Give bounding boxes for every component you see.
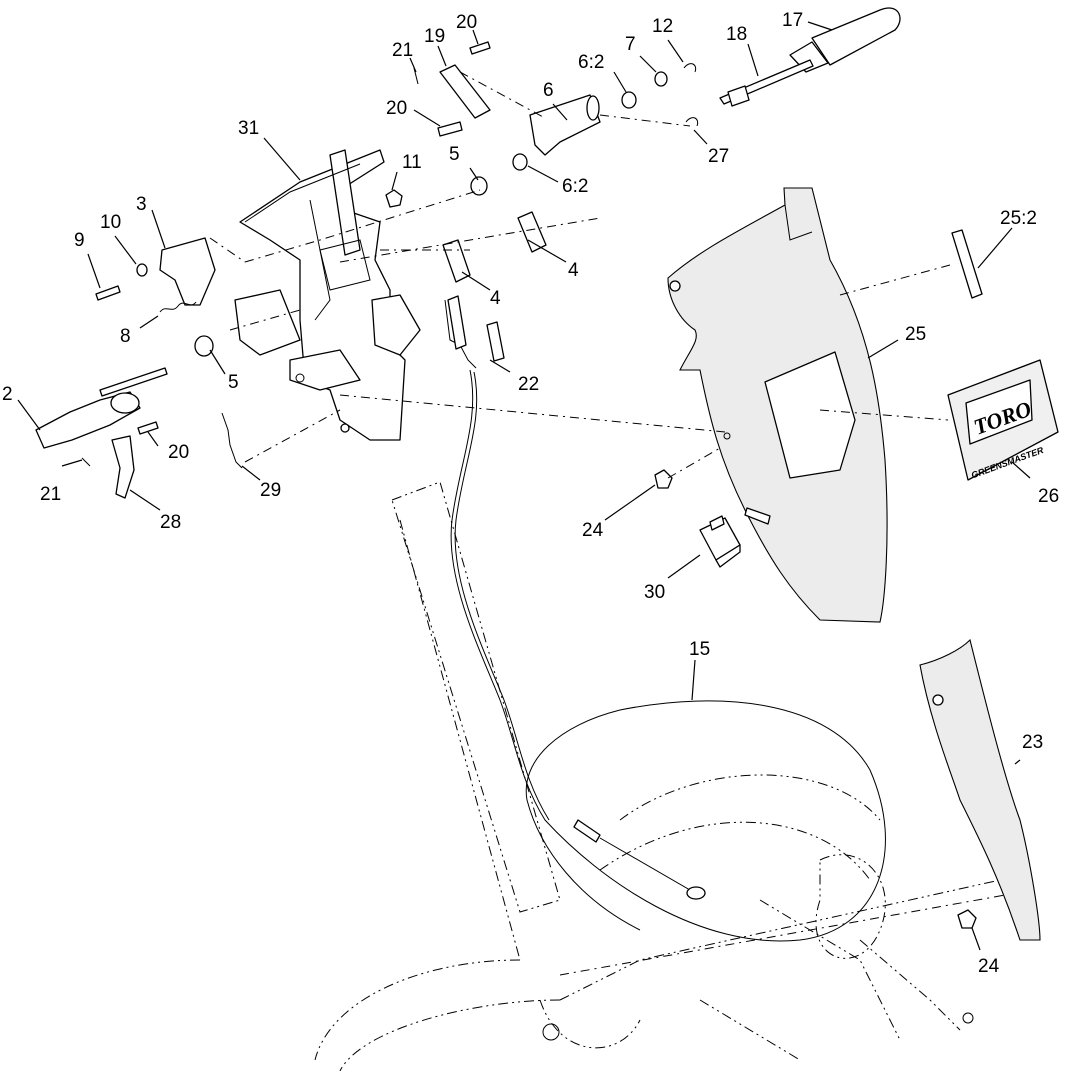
- callout-21-left: 21: [40, 484, 61, 505]
- side-cover-23: [919, 638, 1041, 941]
- callout-4-upper: 4: [568, 260, 579, 281]
- link-19: [439, 64, 491, 119]
- callout-24-lower: 24: [978, 956, 1000, 977]
- callout-21-top: 21: [392, 40, 413, 61]
- callout-10: 10: [100, 212, 121, 233]
- nut-24-lower: [957, 909, 977, 929]
- clip-21-top: [413, 67, 419, 85]
- pin-20-left: [137, 421, 159, 435]
- callout-20-left: 20: [168, 442, 189, 463]
- spring-29: [221, 412, 243, 469]
- mower-frame-phantom: [314, 481, 1001, 1071]
- callout-7: 7: [625, 34, 636, 55]
- callout-5-left: 5: [228, 372, 239, 393]
- decal-26: TORO GREENSMASTER: [947, 359, 1059, 481]
- bushing-5-top: [470, 176, 488, 196]
- bushing-6-2-mid: [512, 153, 528, 171]
- callout-22: 22: [518, 374, 539, 395]
- clip-12: [683, 63, 697, 73]
- decal-25-2: [951, 229, 983, 299]
- callout-19: 19: [424, 26, 445, 47]
- nut-24-upper: [654, 469, 673, 489]
- callout-12: 12: [652, 16, 673, 37]
- bracket-3: [159, 237, 216, 306]
- callout-23: 23: [1022, 732, 1043, 753]
- spring-22: [444, 295, 505, 369]
- clip-27: [685, 117, 699, 127]
- washer-10: [136, 263, 148, 277]
- callout-6: 6: [543, 80, 554, 101]
- callout-31: 31: [238, 118, 259, 139]
- callout-20-mid: 20: [386, 98, 407, 119]
- switch-30: [699, 507, 771, 568]
- washer-7: [654, 71, 668, 87]
- pin-20-mid: [437, 121, 463, 137]
- callouts: 2 3 4 4 5 5 6 6:2 6:2 7 8 9 10 11 12 15 …: [2, 10, 1059, 977]
- arm-28: [111, 435, 135, 499]
- callout-24-upper: 24: [582, 520, 604, 541]
- callout-18: 18: [726, 24, 747, 45]
- callout-11: 11: [402, 152, 422, 173]
- detent-4-upper: [517, 211, 547, 253]
- callout-30: 30: [644, 582, 665, 603]
- callout-6-2-top: 6:2: [578, 52, 604, 73]
- callout-4-lower: 4: [490, 288, 501, 309]
- callout-25: 25: [905, 324, 926, 345]
- callout-25-2: 25:2: [1000, 208, 1037, 229]
- callout-2: 2: [2, 384, 13, 405]
- callout-20-top: 20: [456, 12, 477, 33]
- detent-4-lower: [442, 239, 471, 283]
- alignment-lines: [209, 71, 1006, 976]
- callout-8: 8: [120, 326, 131, 347]
- lever-6: [529, 94, 601, 156]
- nut-11: [385, 189, 403, 208]
- lever-2: [35, 367, 168, 449]
- clip-21-left: [81, 457, 91, 467]
- cable-15: [450, 369, 886, 942]
- spring-8: [159, 301, 197, 313]
- callout-9: 9: [74, 230, 85, 251]
- callout-3: 3: [136, 194, 147, 215]
- callout-29: 29: [260, 480, 281, 501]
- rod-18: [719, 59, 814, 107]
- callout-26: 26: [1038, 486, 1059, 507]
- bushing-5-left: [194, 335, 214, 357]
- callout-17: 17: [782, 10, 803, 31]
- callout-15: 15: [689, 639, 710, 660]
- bolt-9: [95, 285, 121, 301]
- bracket-31: [234, 149, 421, 441]
- callout-5-top: 5: [449, 144, 460, 165]
- callout-27: 27: [708, 146, 729, 167]
- leader-lines: [17, 21, 1031, 951]
- pin-20-top: [469, 41, 491, 55]
- callout-6-2-mid: 6:2: [562, 176, 588, 197]
- callout-28: 28: [160, 512, 181, 533]
- shroud-25: [667, 187, 888, 623]
- bushing-6-2-top: [621, 91, 637, 109]
